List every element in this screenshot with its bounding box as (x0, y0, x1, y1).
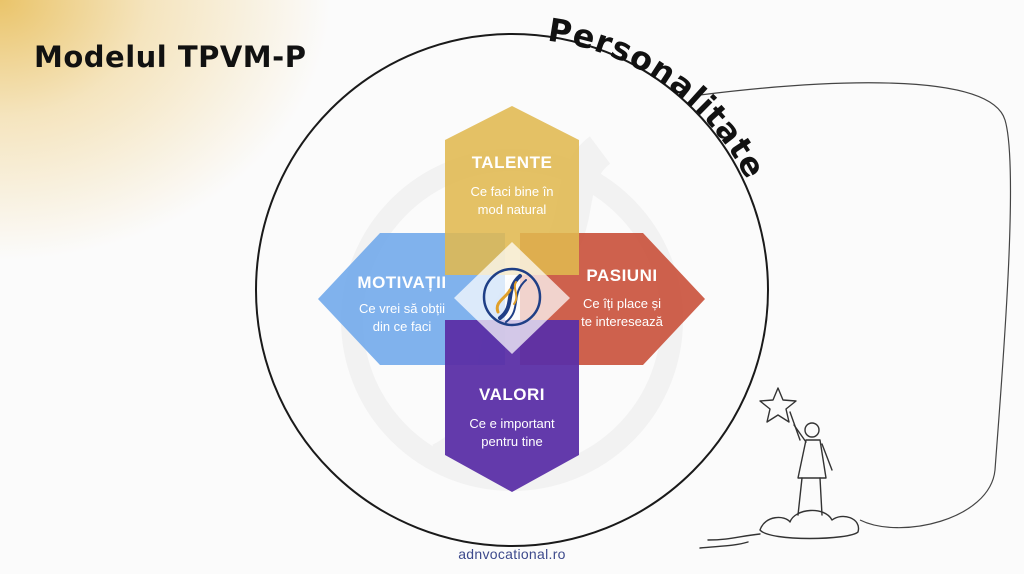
petal-motivatii-title: MOTIVAȚII (357, 273, 446, 292)
petal-talente: TALENTE Ce faci bine în mod natural (445, 106, 579, 275)
petal-valori-shape (445, 320, 579, 492)
center-logo (454, 242, 570, 354)
petal-pasiuni-title: PASIUNI (586, 266, 657, 285)
petal-pasiuni-desc-2: te interesează (581, 314, 663, 329)
petal-talente-title: TALENTE (472, 153, 553, 172)
personality-circle (255, 33, 769, 547)
petal-talente-shape (445, 106, 579, 275)
petal-motivatii-desc-1: Ce vrei să obții (359, 301, 445, 316)
petal-valori-title: VALORI (479, 385, 545, 404)
petal-valori-desc-1: Ce e important (469, 416, 555, 431)
petal-talente-desc-1: Ce faci bine în (470, 184, 553, 199)
petal-valori-desc-2: pentru tine (481, 434, 542, 449)
footer-website: adnvocational.ro (458, 546, 566, 562)
petal-motivatii-desc-2: din ce faci (373, 319, 432, 334)
sketch-line (699, 82, 1012, 529)
slide-title: Modelul TPVM-P (34, 40, 307, 74)
dna-logo-icon (482, 267, 542, 327)
star-icon (759, 387, 797, 423)
center-diamond (454, 242, 570, 354)
petal-talente-desc-2: mod natural (478, 202, 547, 217)
petal-valori: VALORI Ce e important pentru tine (445, 320, 579, 492)
petal-pasiuni-desc-1: Ce îți place și (583, 296, 661, 311)
person-star-illustration (699, 387, 860, 549)
